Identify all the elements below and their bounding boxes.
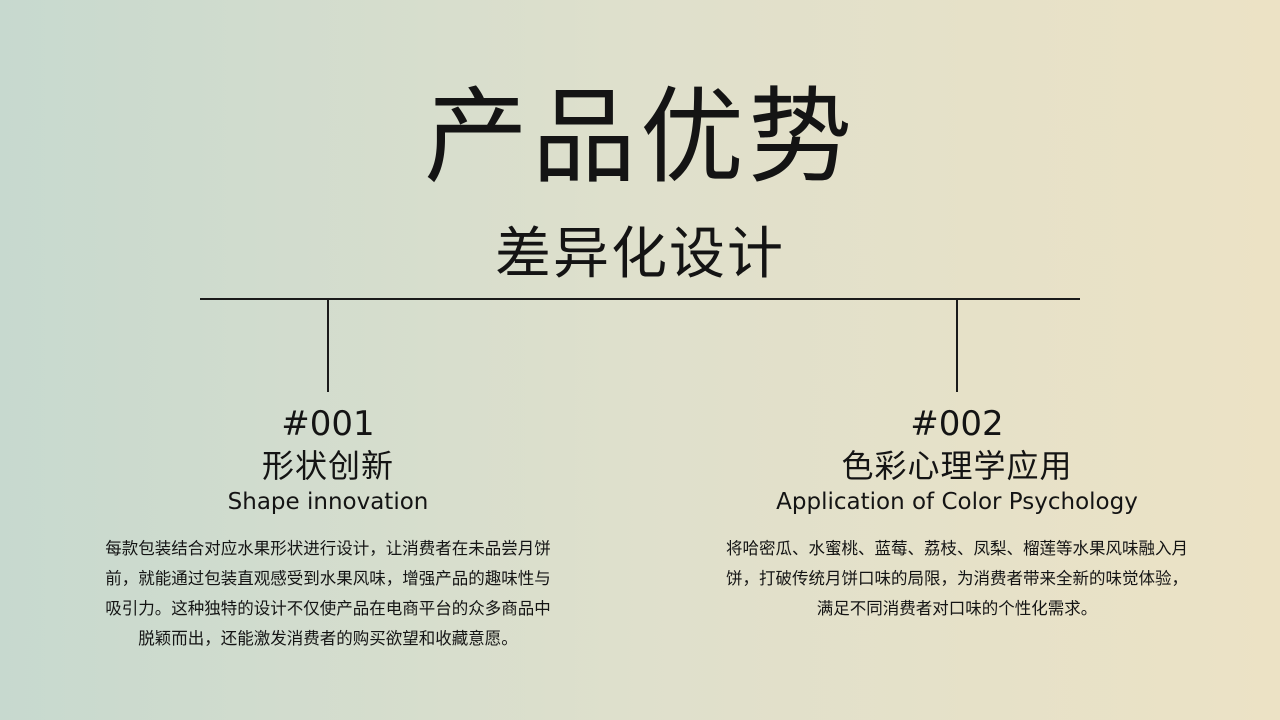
connector-horizontal-line	[200, 298, 1080, 300]
feature-color-psychology: #002 色彩心理学应用 Application of Color Psycho…	[700, 402, 1214, 624]
connector-line-left	[327, 299, 329, 392]
feature-title-en: Shape innovation	[227, 489, 429, 515]
connector-line-right	[956, 299, 958, 392]
page-subtitle: 差异化设计	[495, 222, 785, 287]
feature-number: #002	[910, 404, 1004, 444]
feature-title-en: Application of Color Psychology	[776, 489, 1138, 515]
feature-title: 色彩心理学应用	[841, 447, 1073, 485]
feature-title: 形状创新	[261, 447, 394, 485]
feature-description: 每款包装结合对应水果形状进行设计，让消费者在未品尝月饼 前，就能通过包装直观感受…	[105, 539, 551, 648]
page-title: 产品优势	[423, 76, 856, 198]
feature-number: #001	[281, 404, 375, 444]
feature-shape-innovation: #001 形状创新 Shape innovation 每款包装结合对应水果形状进…	[78, 402, 578, 654]
feature-description: 将哈密瓜、水蜜桃、蓝莓、荔枝、凤梨、榴莲等水果风味融入月 饼，打破传统月饼口味的…	[726, 539, 1188, 618]
